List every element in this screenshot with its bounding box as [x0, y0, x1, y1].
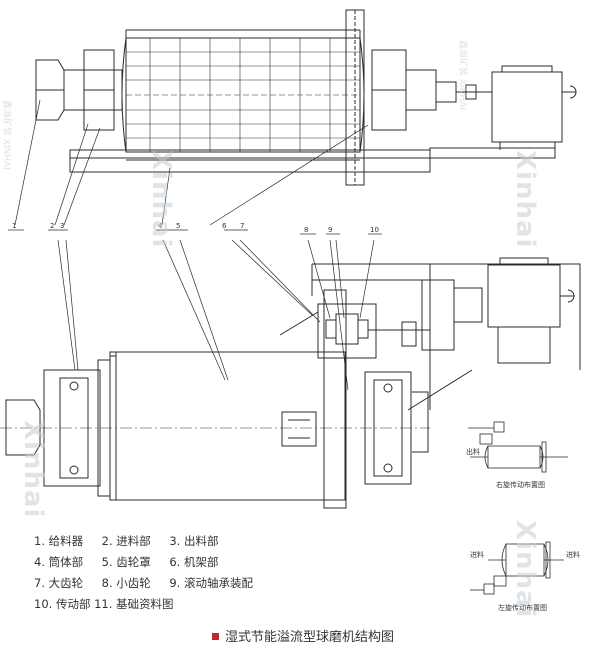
callout-9: 9 [328, 226, 332, 234]
watermark-text: 鑫海矿装 XINHAI [457, 40, 467, 110]
gear-cover [317, 303, 377, 359]
parts-legend: 1. 给料器 2. 进料部 3. 出料部 4. 筒体部 5. 齿轮罩 6. 机架… [34, 531, 253, 615]
legend-item: 4. 筒体部 [34, 555, 84, 569]
reducer [421, 279, 455, 351]
motor [491, 71, 563, 143]
callout-leaders [8, 99, 382, 391]
legend-item: 1. 给料器 [34, 534, 84, 548]
inset-left-hand [470, 541, 564, 595]
watermark-brand: Xinhai [510, 150, 540, 249]
plan-view [0, 257, 581, 509]
callout-7: 7 [240, 222, 244, 230]
watermark-brand: Xinhai [146, 150, 176, 249]
callout-4: 4 [158, 222, 163, 230]
caption-marker-icon [211, 633, 219, 640]
caption-text: 湿式节能溢流型球磨机结构图 [224, 630, 394, 645]
inset-bottom-label-right: 进料 [566, 550, 580, 559]
callout-3: 3 [60, 222, 64, 230]
legend-item: 2. 进料部 [101, 534, 151, 548]
inset-top-caption: 右旋传动布置图 [496, 480, 545, 489]
callout-1: 1 [12, 222, 16, 230]
legend-item: 7. 大齿轮 [34, 576, 84, 590]
legend-item: 3. 出料部 [169, 534, 219, 548]
figure-caption: 湿式节能溢流型球磨机结构图 [0, 626, 606, 645]
legend-row: 4. 筒体部 5. 齿轮罩 6. 机架部 [34, 552, 253, 573]
legend-row: 7. 大齿轮 8. 小齿轮 9. 滚动轴承装配 [34, 573, 253, 594]
legend-row: 10. 传动部 11. 基础资料图 [34, 594, 253, 615]
plan-cylinder [109, 351, 346, 501]
plan-large-gear [323, 289, 347, 509]
foundation-pad [281, 411, 317, 447]
inset-right-hand [468, 421, 568, 473]
liner-grid [126, 38, 360, 152]
inset-bottom-caption: 左旋传动布置图 [498, 603, 547, 612]
plan-motor [487, 264, 561, 328]
legend-item: 8. 小齿轮 [101, 576, 151, 590]
plan-feeder [5, 399, 41, 456]
watermark-text: 鑫海矿装 XINHAI [1, 100, 11, 170]
inset-top-label: 出料 [466, 447, 480, 456]
watermark-brand: Xinhai [18, 420, 48, 519]
legend-row: 1. 给料器 2. 进料部 3. 出料部 [34, 531, 253, 552]
callout-10: 10 [370, 226, 379, 234]
legend-item: 5. 齿轮罩 [101, 555, 151, 569]
base-frame [69, 149, 431, 173]
callout-8: 8 [304, 226, 308, 234]
inset-bottom-label-left: 进料 [470, 550, 484, 559]
callout-6: 6 [222, 222, 227, 230]
legend-item: 10. 传动部 11. 基础资料图 [34, 597, 174, 611]
plan-feed-bearing [59, 377, 89, 479]
watermark-brand: Xinhai [510, 520, 540, 619]
callout-2: 2 [50, 222, 54, 230]
legend-item: 9. 滚动轴承装配 [169, 576, 253, 590]
elevation-view [35, 9, 577, 186]
plan-discharge-bearing [373, 379, 403, 477]
callout-5: 5 [176, 222, 180, 230]
legend-item: 6. 机架部 [169, 555, 219, 569]
